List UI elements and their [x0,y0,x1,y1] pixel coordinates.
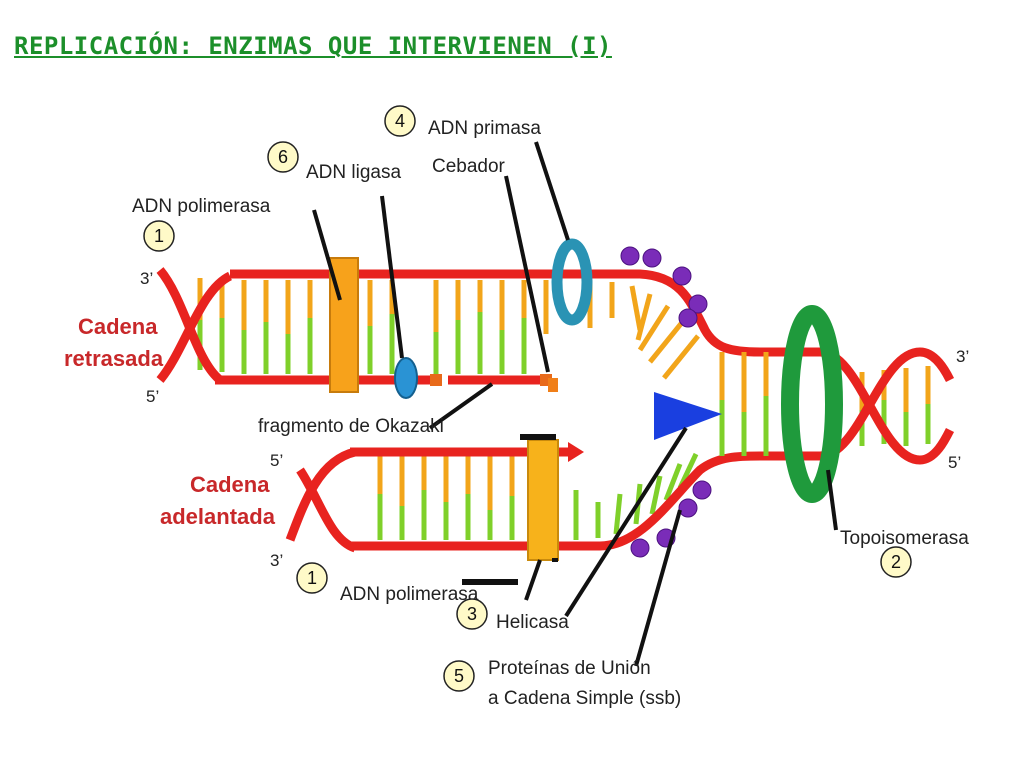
svg-text:2: 2 [891,552,901,572]
end-right-3: 3’ [956,347,969,366]
marker-polimerasa-bottom: 1 [296,562,328,594]
leading-base-pairs [377,452,699,540]
parental-duplex [719,347,955,465]
label-helicasa: Helicasa [496,612,569,633]
end-left-bottom-3: 3’ [270,551,283,570]
label-cadena-adelantada-2: adelantada [160,504,276,529]
number-markers: 4 6 1 1 2 3 5 [143,105,912,692]
svg-text:4: 4 [395,111,405,131]
label-ssb-line1: Proteínas de Unión [488,658,651,679]
marker-primasa: 4 [384,105,416,137]
dna-ligase [394,357,418,399]
label-ssb-line2: a Cadena Simple (ssb) [488,688,681,709]
svg-text:5: 5 [454,666,464,686]
label-cadena-retrasada-2: retrasada [64,346,164,371]
marker-polimerasa-top: 1 [143,220,175,252]
label-fragmento-okazaki: fragmento de Okazaki [258,416,444,437]
label-adn-primasa: ADN primasa [428,118,541,139]
marker-helicasa: 3 [456,598,488,630]
page-title: REPLICACIÓN: ENZIMAS QUE INTERVIENEN (I) [14,32,612,60]
end-left-bottom-5: 5’ [270,451,283,470]
dna-polymerase-leading [527,439,559,561]
label-cadena-retrasada-1: Cadena [78,314,158,339]
dna-primase [551,238,593,326]
label-topoisomerasa: Topoisomerasa [840,528,969,549]
label-adn-polimerasa-top: ADN polimerasa [132,196,271,217]
topoisomerase [781,305,843,503]
marker-topoisomerasa: 2 [880,546,912,578]
svg-text:1: 1 [307,568,317,588]
label-adn-ligasa: ADN ligasa [306,162,401,183]
svg-text:3: 3 [467,604,477,624]
pointer-lines [312,141,838,667]
leading-template-strand [350,451,820,551]
leading-strand-arm [285,442,820,553]
end-right-5: 5’ [948,453,961,472]
end-left-top-5: 5’ [146,387,159,406]
label-cadena-adelantada-1: Cadena [190,472,270,497]
marker-ligasa: 6 [267,141,299,173]
lagging-template-strand [230,269,820,357]
labels: ADN primasa Cebador ADN ligasa ADN polim… [64,118,969,709]
svg-text:1: 1 [154,226,164,246]
helicase [654,392,722,440]
end-left-top-3: 3’ [140,269,153,288]
marker-ssb: 5 [443,660,475,692]
lagging-base-pairs [197,278,700,380]
label-adn-polimerasa-bottom: ADN polimerasa [340,584,479,605]
ssb-proteins [620,246,712,558]
svg-text:6: 6 [278,147,288,167]
label-cebador: Cebador [432,156,506,177]
